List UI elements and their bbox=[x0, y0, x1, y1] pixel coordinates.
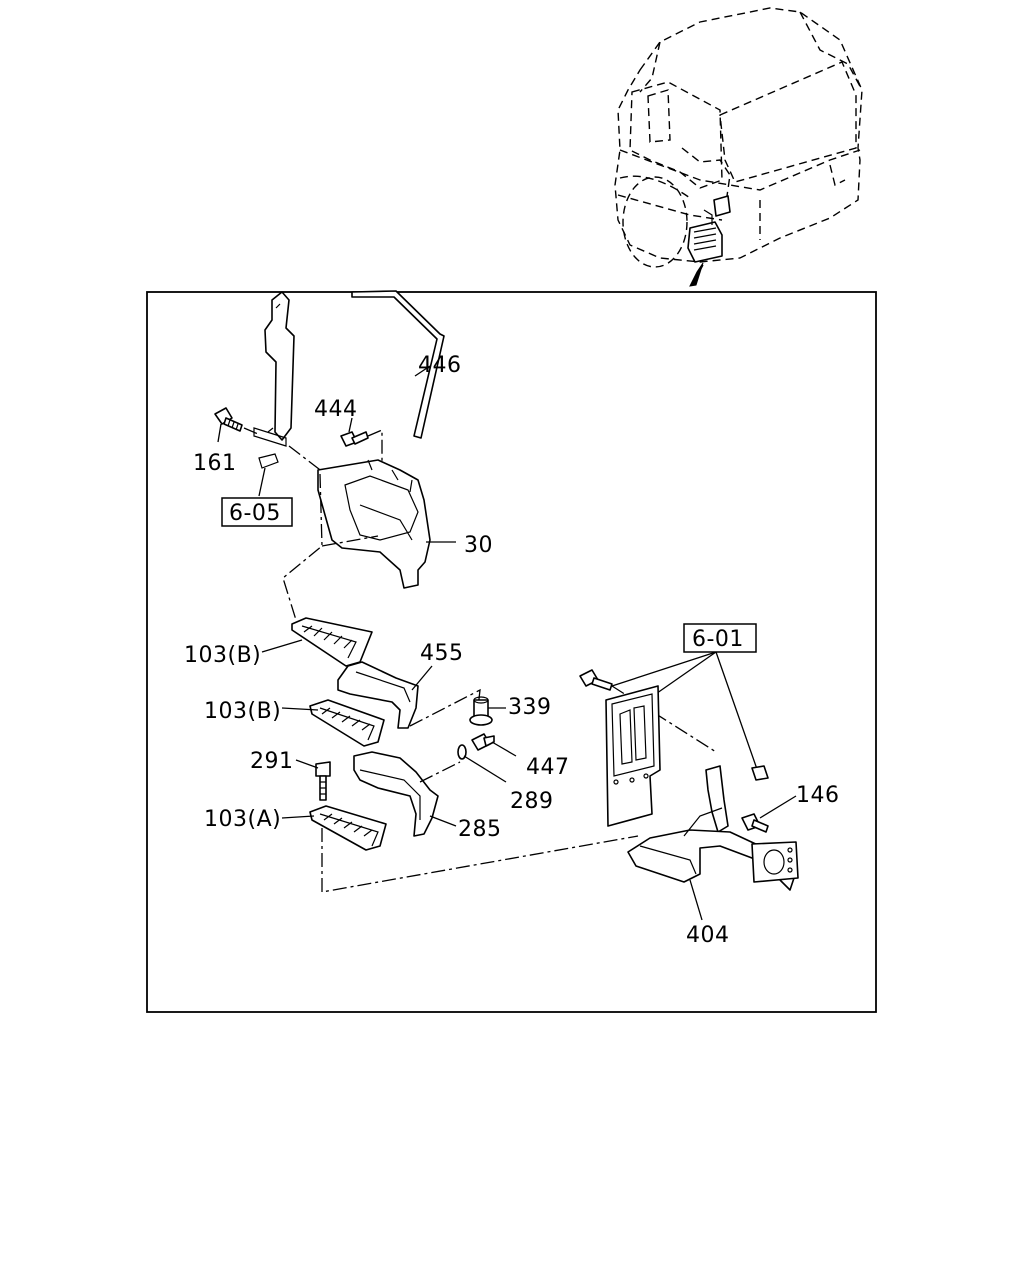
ref-box-6-05 bbox=[221, 497, 293, 527]
label-289: 289 bbox=[510, 789, 554, 814]
part-103b-tread-upper bbox=[261, 617, 373, 667]
label-447: 447 bbox=[526, 755, 570, 780]
label-6-05: 6-05 bbox=[229, 501, 281, 526]
part-103a-tread bbox=[281, 805, 639, 893]
label-446: 446 bbox=[418, 353, 462, 378]
part-103b-tread-lower bbox=[281, 699, 385, 747]
label-103b-lower: 103(B) bbox=[204, 699, 281, 724]
part-285-bracket bbox=[353, 751, 461, 837]
part-339-pin bbox=[469, 696, 506, 726]
label-146: 146 bbox=[796, 783, 840, 808]
diagram-frame bbox=[146, 291, 877, 1013]
part-30-bracket bbox=[282, 459, 456, 621]
label-291: 291 bbox=[250, 749, 294, 774]
truck-cab-overview bbox=[614, 7, 863, 287]
part-447-bolt bbox=[471, 733, 517, 757]
label-103a: 103(A) bbox=[204, 807, 281, 832]
label-285: 285 bbox=[458, 817, 502, 842]
part-146-bolt bbox=[741, 795, 797, 833]
label-455: 455 bbox=[420, 641, 464, 666]
label-103b-upper: 103(B) bbox=[184, 643, 261, 668]
part-404-bracket bbox=[627, 765, 799, 921]
label-161: 161 bbox=[193, 451, 237, 476]
part-455-bracket bbox=[337, 661, 481, 729]
callout-labels: 446 444 161 6-05 30 103(B) 455 103(B) 33… bbox=[184, 353, 840, 948]
part-291-bolt bbox=[295, 759, 331, 801]
part-446-rod bbox=[351, 290, 445, 439]
label-339: 339 bbox=[508, 695, 552, 720]
bracket-6-05 bbox=[253, 291, 329, 497]
label-444: 444 bbox=[314, 397, 358, 422]
part-161-bolt bbox=[214, 407, 259, 443]
part-6-01-assembly bbox=[579, 651, 769, 827]
label-30: 30 bbox=[464, 533, 493, 558]
label-404: 404 bbox=[686, 923, 730, 948]
ref-box-6-01 bbox=[683, 623, 757, 653]
part-289-washer bbox=[457, 744, 507, 783]
part-444-bolt bbox=[340, 417, 383, 470]
label-6-01: 6-01 bbox=[692, 627, 744, 652]
